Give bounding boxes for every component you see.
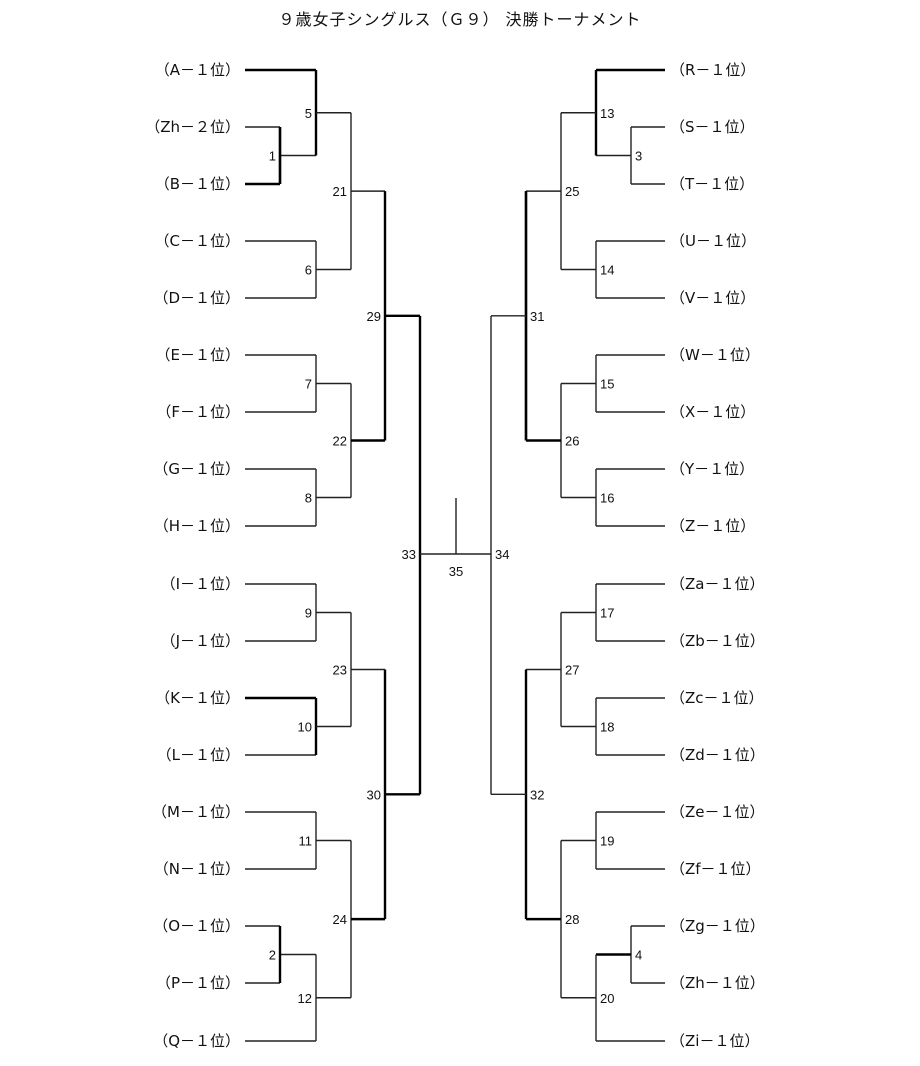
entry-right: （Zi－１位） — [670, 1032, 759, 1050]
match-number: 21 — [333, 184, 347, 199]
match-number: 12 — [298, 991, 312, 1006]
entry-left: （G－１位） — [153, 460, 240, 478]
entry-right: （Zb－１位） — [670, 632, 765, 650]
entry-right: （Z－１位） — [670, 517, 755, 535]
match-number: 2 — [269, 948, 276, 963]
match-number: 8 — [305, 491, 312, 506]
match-number: 22 — [333, 434, 347, 449]
match-number: 23 — [333, 663, 347, 678]
match-number: 25 — [565, 184, 579, 199]
match-number: 30 — [367, 787, 381, 802]
entry-right: （Za－１位） — [670, 575, 764, 593]
match-number: 20 — [600, 991, 614, 1006]
entry-left: （N－１位） — [154, 860, 240, 878]
entry-right: （V－１位） — [670, 289, 755, 307]
match-number: 16 — [600, 491, 614, 506]
match-number: 33 — [402, 547, 416, 562]
match-number: 6 — [305, 263, 312, 278]
match-number: 24 — [333, 912, 347, 927]
entry-left: （P－１位） — [156, 974, 240, 992]
entry-left: （I－１位） — [161, 575, 240, 593]
entry-left: （L－１位） — [157, 746, 240, 764]
final-match-number: 35 — [449, 564, 463, 579]
match-number: 11 — [299, 834, 313, 849]
match-number: 7 — [305, 377, 312, 392]
entry-right: （Zf－１位） — [670, 860, 761, 878]
entry-right: （S－１位） — [670, 118, 755, 136]
entry-left: （J－１位） — [161, 632, 240, 650]
entry-left: （M－１位） — [152, 803, 240, 821]
entry-left: （K－１位） — [155, 689, 240, 707]
match-number: 13 — [600, 106, 614, 121]
entry-left: （B－１位） — [155, 175, 240, 193]
match-number: 14 — [600, 263, 614, 278]
bracket-lines — [245, 68, 665, 1042]
match-number: 27 — [565, 663, 579, 678]
entry-left: （O－１位） — [153, 917, 240, 935]
match-number: 10 — [298, 720, 312, 735]
match-number: 15 — [600, 377, 614, 392]
tournament-title: ９歳女子シングルス（Ｇ９） 決勝トーナメント — [278, 10, 642, 29]
match-number: 19 — [600, 834, 614, 849]
entry-left: （Q－１位） — [153, 1032, 240, 1050]
match-number: 17 — [600, 606, 614, 621]
match-number: 28 — [565, 912, 579, 927]
entry-left: （H－１位） — [154, 517, 240, 535]
entry-right: （R－１位） — [670, 61, 755, 79]
match-number: 1 — [269, 149, 276, 164]
entry-left: （E－１位） — [156, 346, 240, 364]
entry-right: （U－１位） — [670, 232, 756, 250]
entry-right: （W－１位） — [670, 346, 760, 364]
entry-right: （Ze－１位） — [670, 803, 765, 821]
match-number: 32 — [530, 787, 544, 802]
entry-right: （Zg－１位） — [670, 917, 765, 935]
entry-right: （Y－１位） — [670, 460, 754, 478]
match-number: 3 — [635, 149, 642, 164]
match-number: 4 — [635, 948, 642, 963]
match-number: 31 — [530, 309, 544, 324]
entry-right: （X－１位） — [670, 403, 755, 421]
match-number: 18 — [600, 720, 614, 735]
entry-left: （F－１位） — [156, 403, 240, 421]
entry-left: （D－１位） — [153, 289, 240, 307]
entry-right: （Zh－１位） — [670, 974, 765, 992]
match-number: 5 — [305, 106, 312, 121]
match-number: 34 — [495, 547, 509, 562]
bracket-labels: （A－１位） （Zh－２位） （B－１位） （C－１位） （D－１位） （E－１位） （F－… — [145, 61, 765, 1050]
entry-left: （Zh－２位） — [145, 118, 240, 136]
entry-right: （T－１位） — [670, 175, 754, 193]
entry-right: （Zc－１位） — [670, 689, 764, 707]
entry-left: （A－１位） — [155, 61, 240, 79]
match-number: 29 — [367, 309, 381, 324]
entry-right: （Zd－１位） — [670, 746, 765, 764]
entry-left: （C－１位） — [155, 232, 240, 250]
match-number: 26 — [565, 434, 579, 449]
match-number: 9 — [305, 606, 312, 621]
